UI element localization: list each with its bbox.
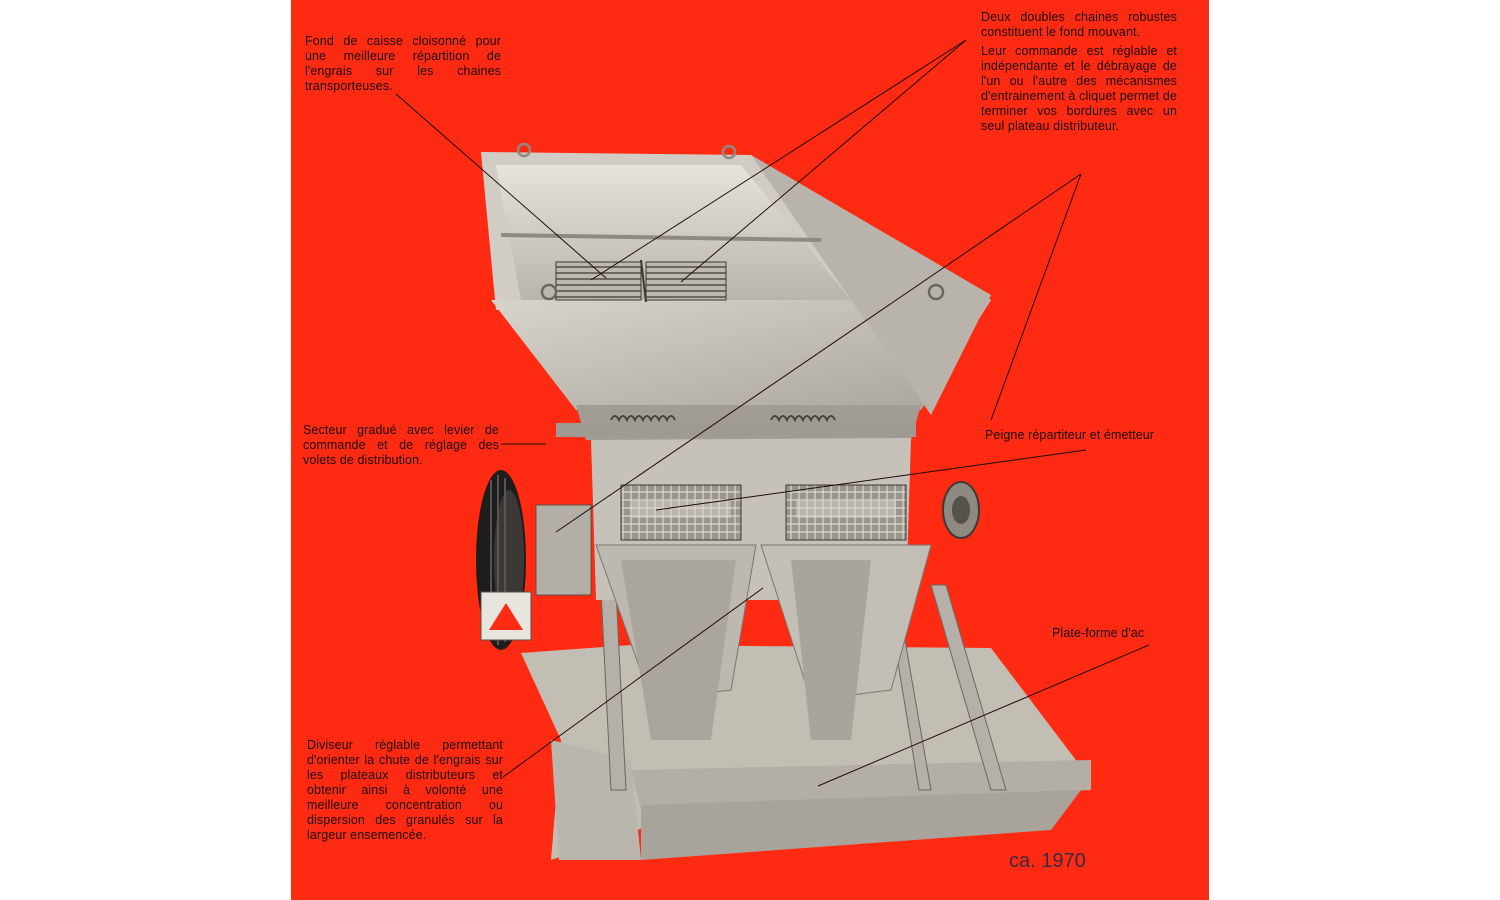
caption-divider: Diviseur réglable permettant d'orienter … bbox=[307, 738, 503, 842]
fertilizer-spreader-illustration bbox=[395, 39, 1150, 860]
brochure-panel: Fond de caisse cloisonné pour une meille… bbox=[291, 0, 1209, 900]
caption-platform: Plate-forme d'ac bbox=[1052, 626, 1145, 640]
leader-lines bbox=[395, 39, 1150, 787]
caption-hopper-floor: Fond de caisse cloisonné pour une meille… bbox=[305, 34, 501, 93]
distribution-mechanism bbox=[535, 415, 980, 740]
caption-comb: Peigne répartiteur et émetteur bbox=[985, 428, 1155, 442]
warning-sign bbox=[480, 591, 532, 641]
caption-sector: Secteur gradué avec levier de commande e… bbox=[303, 423, 499, 467]
caption-chains-control: Leur commande est réglable et indépendan… bbox=[981, 44, 1177, 133]
caption-chains-text: Deux doubles chaines robustes constituen… bbox=[981, 10, 1177, 39]
caption-chains: Deux doubles chaines robustes constituen… bbox=[981, 10, 1177, 134]
hopper bbox=[481, 142, 991, 440]
date-label: ca. 1970 bbox=[1009, 850, 1086, 872]
